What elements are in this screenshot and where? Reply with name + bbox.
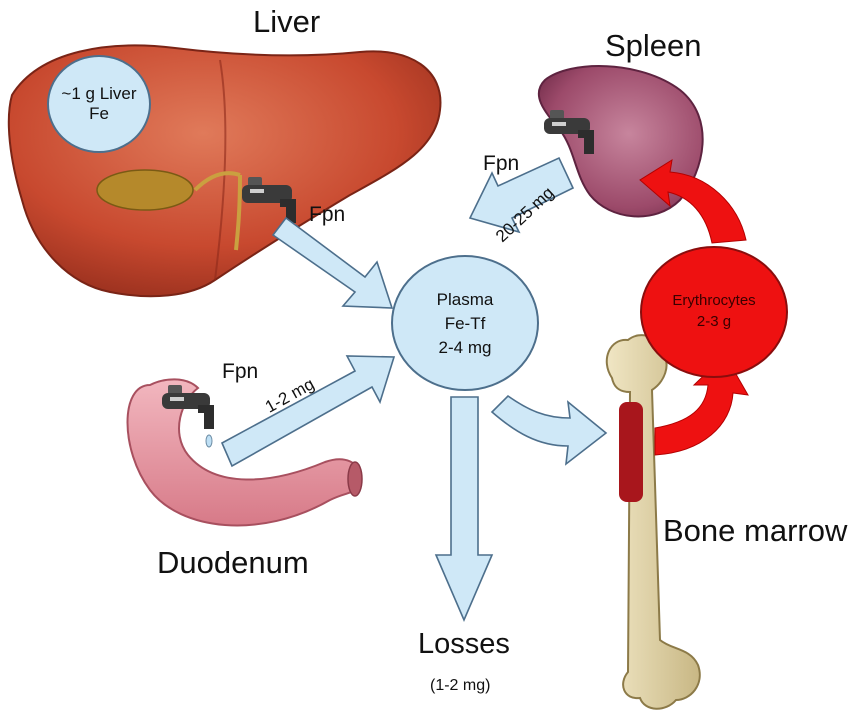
- plasma-line3: 2-4 mg: [439, 336, 492, 360]
- marrow-cavity: [619, 402, 643, 502]
- erythrocytes-text: Erythrocytes 2-3 g: [641, 284, 787, 338]
- liver-title: Liver: [253, 4, 320, 40]
- fpn-label-duodenum: Fpn: [222, 360, 258, 384]
- erythrocytes-line2: 2-3 g: [697, 313, 731, 330]
- losses-title: Losses: [418, 628, 510, 661]
- arrow-plasma-to-losses: [436, 397, 492, 620]
- plasma-line1: Plasma: [437, 288, 494, 312]
- liver-store-text: ~1 g Liver Fe: [48, 72, 150, 136]
- fpn-label-liver: Fpn: [309, 203, 345, 227]
- spleen-title: Spleen: [605, 28, 702, 64]
- plasma-text: Plasma Fe-Tf 2-4 mg: [392, 280, 538, 368]
- duodenum-title: Duodenum: [157, 545, 309, 581]
- arrow-plasma-to-bone-marrow: [492, 396, 606, 464]
- gallbladder-shape: [97, 170, 193, 210]
- arrow-liver-to-plasma: [273, 218, 392, 308]
- erythrocytes-line1: Erythrocytes: [672, 292, 755, 309]
- fpn-label-spleen: Fpn: [483, 152, 519, 176]
- liver-store-line2: Fe: [89, 104, 109, 124]
- bone-marrow-title: Bone marrow: [663, 513, 847, 549]
- plasma-line2: Fe-Tf: [445, 312, 486, 336]
- liver-store-line1: ~1 g Liver: [61, 84, 136, 104]
- losses-amount: (1-2 mg): [430, 677, 490, 695]
